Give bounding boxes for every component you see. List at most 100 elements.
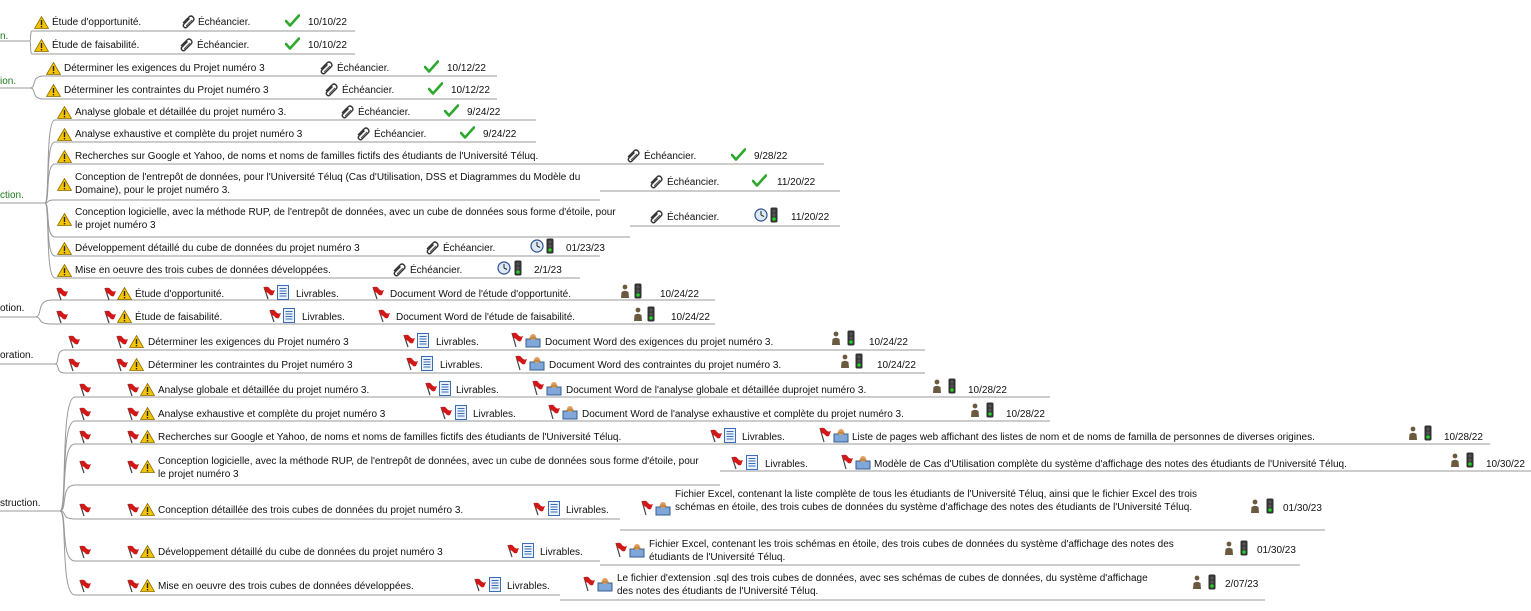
date-label: 9/28/22 xyxy=(754,151,788,162)
branch-label[interactable]: ion. xyxy=(0,76,17,87)
person-icon xyxy=(970,403,980,421)
warning-icon xyxy=(140,430,155,446)
task-label[interactable]: Conception de l'entrepôt de données, pou… xyxy=(75,172,581,196)
branch-label[interactable]: struction. xyxy=(0,498,41,509)
warning-icon xyxy=(129,335,144,351)
task-label[interactable]: Étude de faisabilité. xyxy=(52,40,140,51)
deliverable-label[interactable]: Document Word de l'analyse exhaustive et… xyxy=(582,409,904,420)
task-label[interactable]: Conception détaillée des trois cubes de … xyxy=(158,505,464,516)
person-icon xyxy=(633,307,643,325)
connector-line xyxy=(29,30,33,42)
task-label[interactable]: Recherches sur Google et Yahoo, de noms … xyxy=(158,432,622,443)
warning-icon xyxy=(140,579,155,595)
deliverable-icon xyxy=(640,500,674,519)
task-label[interactable]: Conception logicielle, avec la méthode R… xyxy=(75,207,616,231)
resource-label[interactable]: Échéancier. xyxy=(198,17,251,28)
task-label[interactable]: Étude d'opportunité. xyxy=(135,289,225,300)
date-label: 10/24/22 xyxy=(869,337,908,348)
deliverable-icon xyxy=(818,427,852,446)
red-flag-icon xyxy=(532,502,546,519)
paperclip-icon xyxy=(648,209,664,227)
date-label: 10/30/22 xyxy=(1486,459,1525,470)
task-label[interactable]: Déterminer les exigences du Projet numér… xyxy=(64,63,265,74)
date-label: 10/10/22 xyxy=(308,40,347,51)
date-label: 01/30/23 xyxy=(1283,503,1322,514)
person-icon xyxy=(831,331,841,349)
branch-label[interactable]: ction. xyxy=(0,190,24,201)
task-label[interactable]: Déterminer les exigences du Projet numér… xyxy=(148,337,349,348)
resource-label[interactable]: Échéancier. xyxy=(667,177,720,188)
paperclip-icon xyxy=(180,14,196,32)
resource-label[interactable]: Livrables. xyxy=(742,432,785,443)
resource-label[interactable]: Livrables. xyxy=(296,289,339,300)
task-label[interactable]: Analyse globale et détaillée du projet n… xyxy=(75,107,287,118)
branch-label[interactable]: n. xyxy=(0,31,9,42)
resource-label[interactable]: Échéancier. xyxy=(644,151,697,162)
resource-label[interactable]: Livrables. xyxy=(540,547,583,558)
warning-icon xyxy=(117,287,132,303)
deliverable-label[interactable]: Fichier Excel, contenant la liste complè… xyxy=(675,489,1197,513)
task-label[interactable]: Mise en oeuvre des trois cubes de donnée… xyxy=(75,265,331,276)
date-label: 10/10/22 xyxy=(308,17,347,28)
warning-icon xyxy=(57,178,72,194)
resource-label[interactable]: Livrables. xyxy=(456,385,499,396)
red-flag-icon xyxy=(78,460,92,477)
person-icon xyxy=(1450,453,1460,471)
deliverable-label[interactable]: Document Word de l'étude de faisabilité. xyxy=(396,312,576,323)
resource-label[interactable]: Livrables. xyxy=(566,505,609,516)
resource-label[interactable]: Échéancier. xyxy=(443,243,496,254)
red-flag-icon xyxy=(126,430,140,447)
resource-label[interactable]: Livrables. xyxy=(507,581,550,592)
deliverable-label[interactable]: Fichier Excel, contenant les trois schém… xyxy=(649,539,1174,563)
task-label[interactable]: Déterminer les contraintes du Projet num… xyxy=(148,360,353,371)
red-flag-icon xyxy=(78,407,92,424)
red-flag-icon xyxy=(405,357,419,374)
resource-label[interactable]: Échéancier. xyxy=(337,63,390,74)
resource-label[interactable]: Échéancier. xyxy=(410,265,463,276)
resource-label[interactable]: Livrables. xyxy=(302,312,345,323)
document-list-icon xyxy=(417,333,429,351)
resource-label[interactable]: Échéancier. xyxy=(342,85,395,96)
date-label: 10/28/22 xyxy=(1006,409,1045,420)
resource-label[interactable]: Échéancier. xyxy=(197,40,250,51)
traffic-light-icon xyxy=(1266,498,1274,517)
task-label[interactable]: Développement détaillé du cube de donnée… xyxy=(75,243,360,254)
resource-label[interactable]: Échéancier. xyxy=(667,212,720,223)
deliverable-label[interactable]: Document Word de l'analyse globale et dé… xyxy=(566,385,867,396)
task-label[interactable]: Recherches sur Google et Yahoo, de noms … xyxy=(75,151,539,162)
task-label[interactable]: Mise en oeuvre des trois cubes de donnée… xyxy=(158,581,414,592)
deliverable-label[interactable]: Document Word des exigences du projet nu… xyxy=(545,337,774,348)
warning-icon xyxy=(57,128,72,144)
resource-label[interactable]: Échéancier. xyxy=(358,107,411,118)
task-label[interactable]: Conception logicielle, avec la méthode R… xyxy=(158,456,699,480)
resource-label[interactable]: Livrables. xyxy=(765,459,808,470)
deliverable-label[interactable]: Le fichier d'extension .sql des trois cu… xyxy=(617,573,1148,597)
deliverable-label[interactable]: Liste de pages web affichant des listes … xyxy=(852,432,1315,443)
task-label[interactable]: Analyse globale et détaillée du projet n… xyxy=(158,385,370,396)
deliverable-icon xyxy=(510,332,544,351)
red-flag-icon xyxy=(115,335,129,352)
branch-label[interactable]: oration. xyxy=(0,350,34,361)
branch-label[interactable]: otion. xyxy=(0,303,25,314)
resource-label[interactable]: Livrables. xyxy=(436,337,479,348)
warning-icon xyxy=(46,62,61,78)
warning-icon xyxy=(129,358,144,374)
resource-label[interactable]: Livrables. xyxy=(473,409,516,420)
task-label[interactable]: Analyse exhaustive et complète du projet… xyxy=(158,409,386,420)
document-list-icon xyxy=(724,428,736,446)
deliverable-label[interactable]: Document Word des contraintes du projet … xyxy=(549,360,782,371)
deliverable-label[interactable]: Modèle de Cas d'Utilisation complète du … xyxy=(874,459,1347,470)
deliverable-label[interactable]: Document Word de l'étude d'opportunité. xyxy=(390,289,571,300)
task-label[interactable]: Développement détaillé du cube de donnée… xyxy=(158,547,443,558)
resource-label[interactable]: Échéancier. xyxy=(374,129,427,140)
task-label[interactable]: Étude d'opportunité. xyxy=(52,17,142,28)
task-label[interactable]: Déterminer les contraintes du Projet num… xyxy=(64,85,269,96)
checkmark-icon xyxy=(444,104,459,121)
task-label[interactable]: Analyse exhaustive et complète du projet… xyxy=(75,129,303,140)
task-label[interactable]: Étude de faisabilité. xyxy=(135,312,223,323)
clock-icon xyxy=(754,208,768,225)
resource-label[interactable]: Livrables. xyxy=(440,360,483,371)
deliverable-icon xyxy=(514,355,548,374)
connector-line xyxy=(34,316,53,325)
